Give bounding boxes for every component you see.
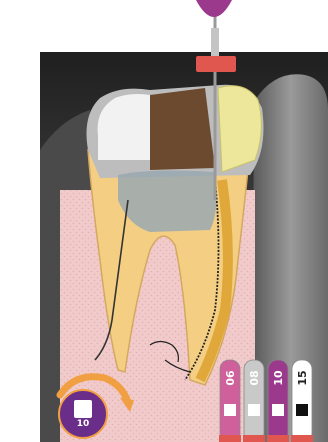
file-15-label: 15 — [296, 358, 309, 398]
file-10-square-icon — [272, 404, 284, 416]
file-08-label: 08 — [248, 358, 261, 398]
restoration — [218, 86, 261, 172]
file-08-square-icon — [248, 404, 260, 416]
file-08-stopper — [243, 435, 265, 442]
rotation-number: 10 — [63, 419, 103, 429]
crown-filling — [150, 88, 215, 170]
stop-square-icon — [74, 400, 92, 418]
file-15-stopper — [291, 435, 313, 442]
file-06-label: 06 — [224, 358, 237, 398]
file-handle — [196, 0, 232, 17]
file-10-stopper — [267, 435, 289, 442]
file-stopper — [196, 56, 236, 72]
right-neighbor-tooth — [253, 74, 328, 442]
file-06-stopper — [219, 435, 241, 442]
file-neck — [211, 28, 219, 56]
file-10-label: 10 — [272, 358, 285, 398]
file-15-square-icon — [296, 404, 308, 416]
file-06-square-icon — [224, 404, 236, 416]
